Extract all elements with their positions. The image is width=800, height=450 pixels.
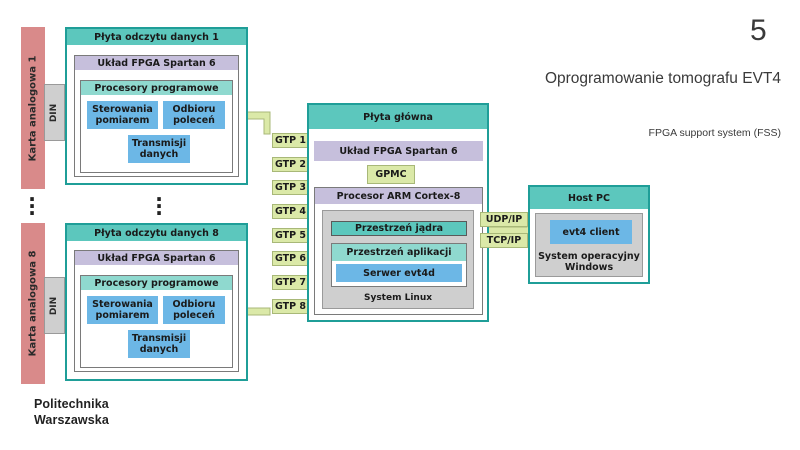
slide-number: 5 — [750, 14, 767, 47]
gtp-link-2: GTP 2 — [272, 157, 309, 172]
analog-card-8-label: Karta analogowa 8 — [27, 250, 39, 357]
udp-ip-link: UDP/IP — [480, 212, 528, 227]
analog-card-8: Karta analogowa 8 — [21, 223, 45, 384]
linux-label: System Linux — [363, 293, 433, 303]
analog-card-1: Karta analogowa 1 — [21, 27, 45, 189]
control-processor-board-8: Sterowania pomiarem — [87, 296, 158, 324]
host-pc: Host PC evt4 client System operacyjny Wi… — [528, 185, 650, 284]
fpga-board-1-title: Układ FPGA Spartan 6 — [75, 56, 238, 70]
din-label-8: DIN — [49, 296, 60, 315]
main-fpga: Układ FPGA Spartan 6 — [314, 141, 483, 161]
ellipsis-left: ··· — [28, 187, 36, 225]
gtp-link-8: GTP 8 — [272, 299, 309, 314]
fpga-board-1: Układ FPGA Spartan 6 Procesory programow… — [74, 55, 239, 177]
analog-card-1-label: Karta analogowa 1 — [27, 55, 39, 161]
gtp-link-6: GTP 6 — [272, 251, 309, 266]
ellipsis-middle: ··· — [155, 187, 163, 225]
university-logo: Politechnika Warszawska — [34, 396, 109, 428]
soft-processors-board-1-title: Procesory programowe — [81, 81, 232, 95]
din-label-1: DIN — [49, 103, 60, 122]
logo-line-1: Politechnika — [34, 397, 109, 411]
host-pc-title: Host PC — [530, 187, 648, 209]
kernel-space: Przestrzeń jądra — [331, 221, 467, 236]
din-connector-8: DIN — [44, 277, 65, 334]
user-space: Przestrzeń aplikacji Serwer evt4d — [331, 243, 467, 287]
readout-board-8-title: Płyta odczytu danych 8 — [67, 225, 246, 241]
gtp-link-1: GTP 1 — [272, 133, 309, 148]
arm-processor-title: Procesor ARM Cortex-8 — [315, 188, 482, 204]
main-board-title: Płyta główna — [309, 105, 487, 129]
soft-processors-board-1: Procesory programowe Sterowania pomiarem… — [80, 80, 233, 173]
evt4-client: evt4 client — [550, 220, 632, 244]
tcp-ip-link: TCP/IP — [480, 233, 528, 248]
main-board: Płyta główna Układ FPGA Spartan 6 GPMC P… — [307, 103, 489, 322]
main-fpga-title: Układ FPGA Spartan 6 — [314, 141, 483, 161]
windows-system: evt4 client System operacyjny Windows — [535, 213, 643, 277]
receive-processor-board-1: Odbioru poleceń — [163, 101, 225, 129]
receive-processor-board-8: Odbioru poleceń — [163, 296, 225, 324]
transmit-processor-board-8: Transmisji danych — [128, 330, 190, 358]
soft-processors-board-8-title: Procesory programowe — [81, 276, 232, 290]
readout-board-8: Płyta odczytu danych 8 Układ FPGA Sparta… — [65, 223, 248, 381]
gtp-link-3: GTP 3 — [272, 180, 309, 195]
gtp-link-5: GTP 5 — [272, 228, 309, 243]
slide-subtitle: FPGA support system (FSS) — [648, 127, 781, 139]
readout-board-1: Płyta odczytu danych 1 Układ FPGA Sparta… — [65, 27, 248, 185]
logo-line-2: Warszawska — [34, 413, 109, 427]
slide-title: Oprogramowanie tomografu EVT4 — [544, 70, 781, 87]
arm-processor: Procesor ARM Cortex-8 Przestrzeń jądra P… — [314, 187, 483, 315]
user-space-title: Przestrzeń aplikacji — [332, 244, 466, 261]
din-connector-1: DIN — [44, 84, 65, 141]
readout-board-1-title: Płyta odczytu danych 1 — [67, 29, 246, 45]
control-processor-board-1: Sterowania pomiarem — [87, 101, 158, 129]
transmit-processor-board-1: Transmisji danych — [128, 135, 190, 163]
soft-processors-board-8: Procesory programowe Sterowania pomiarem… — [80, 275, 233, 368]
windows-label: System operacyjny Windows — [538, 251, 640, 273]
evt4d-server: Serwer evt4d — [336, 264, 462, 282]
gtp-link-4: GTP 4 — [272, 204, 309, 219]
fpga-board-8: Układ FPGA Spartan 6 Procesory programow… — [74, 250, 239, 372]
linux-system: Przestrzeń jądra Przestrzeń aplikacji Se… — [322, 210, 474, 309]
gtp-link-7: GTP 7 — [272, 275, 309, 290]
gpmc-bus: GPMC — [367, 165, 415, 184]
fpga-board-8-title: Układ FPGA Spartan 6 — [75, 251, 238, 265]
